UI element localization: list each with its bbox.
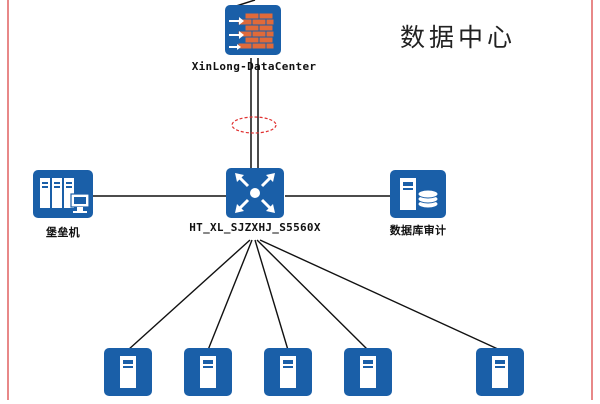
db-audit-label: 数据库审计 (389, 224, 447, 237)
server-icon[interactable] (476, 348, 524, 396)
link-server-5 (259, 239, 501, 351)
core-switch-label: HT_XL_SJZXHJ_S5560X (189, 221, 321, 234)
link-server-3 (254, 239, 289, 351)
server-icon[interactable] (344, 348, 392, 396)
server-links (127, 239, 501, 351)
server-icon[interactable] (104, 348, 152, 396)
core-switch-icon[interactable] (226, 168, 284, 218)
database-audit-icon[interactable] (390, 170, 446, 218)
link-server-2 (207, 239, 253, 351)
bastion-host-icon[interactable] (33, 170, 93, 218)
server-icon[interactable] (184, 348, 232, 396)
firewall-icon[interactable] (225, 5, 281, 55)
bastion-label: 堡垒机 (46, 226, 80, 239)
zone-title: 数据中心 (400, 23, 517, 52)
link-server-1 (127, 239, 251, 351)
link-server-4 (256, 239, 369, 351)
firewall-label: XinLong-DataCenter (191, 60, 317, 73)
link-aggregation-ring (231, 116, 277, 134)
server-icon[interactable] (264, 348, 312, 396)
